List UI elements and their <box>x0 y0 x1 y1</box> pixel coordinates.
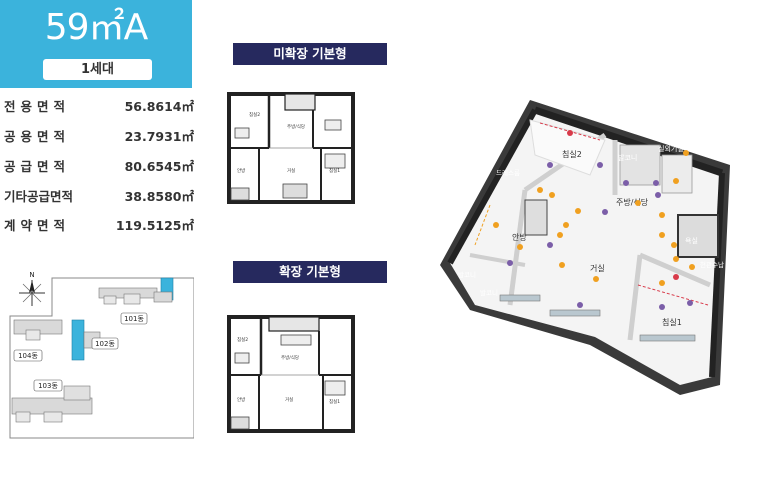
room-label: 욕실 <box>685 236 698 245</box>
site-map: N 101동 102동 104동 103동 <box>9 271 194 439</box>
floorplan-expanded: 침실2 주방/식당 거실 안방 침실1 <box>227 315 355 433</box>
area-value: 80.6545㎡ <box>124 159 194 174</box>
building-102: 102동 <box>71 319 119 361</box>
building-label: 102동 <box>95 340 115 348</box>
svg-text:안방: 안방 <box>237 396 245 403</box>
svg-text:침실1: 침실1 <box>329 167 340 174</box>
area-row: 전용면적 56.8614㎡ <box>4 96 194 118</box>
marker-dots <box>493 130 695 310</box>
area-label: 공용면적 <box>4 129 71 144</box>
room-label: 발코니 <box>618 153 637 162</box>
unit-title: 59㎡A <box>44 7 148 48</box>
area-row: 공용면적 23.7931㎡ <box>4 126 194 148</box>
compass-icon: N <box>19 271 45 306</box>
svg-text:거실: 거실 <box>285 396 293 403</box>
room-label: 침실2 <box>562 149 582 159</box>
room-label: 주방/식당 <box>616 197 649 207</box>
building-label: 104동 <box>18 352 38 360</box>
building-label: 103동 <box>38 382 58 390</box>
area-value: 23.7931㎡ <box>124 129 194 144</box>
room-label: 실외기실 <box>658 144 684 153</box>
area-value: 56.8614㎡ <box>124 99 194 114</box>
svg-text:침실1: 침실1 <box>329 398 340 405</box>
room-label: 거실 <box>590 263 605 273</box>
svg-text:주방/식당: 주방/식당 <box>281 354 299 361</box>
area-value: 38.8580㎡ <box>124 189 194 204</box>
svg-text:침실2: 침실2 <box>237 336 248 343</box>
room-label: 현관수납 <box>700 260 724 269</box>
svg-text:주방/식당: 주방/식당 <box>287 123 305 130</box>
room-label: 드레스룸 <box>496 168 520 177</box>
building-101: 101동 <box>98 277 174 325</box>
area-label: 공급면적 <box>4 159 71 174</box>
unit-count-badge: 1세대 <box>43 59 152 80</box>
building-103: 103동 <box>11 379 93 423</box>
area-label: 기타공급면적 <box>4 189 74 204</box>
building-label: 101동 <box>124 315 144 323</box>
area-row: 기타공급면적 38.8580㎡ <box>4 186 194 208</box>
room-label: 안방 <box>512 232 527 242</box>
plan-basic-header: 미확장 기본형 <box>233 43 387 65</box>
room-label: 발코니 <box>480 288 498 297</box>
svg-text:침실2: 침실2 <box>249 111 260 118</box>
building-104: 104동 <box>13 319 63 362</box>
area-label: 계약면적 <box>4 218 71 233</box>
room-label: 침실1 <box>662 317 682 327</box>
area-row: 공급면적 80.6545㎡ <box>4 156 194 178</box>
plan-expanded-header: 확장 기본형 <box>233 261 387 283</box>
area-row: 계약면적 119.5125㎡ <box>4 215 194 237</box>
floorplan-basic: 침실2 주방/식당 거실 안방 침실1 <box>227 92 355 204</box>
svg-text:안방: 안방 <box>237 167 245 174</box>
room-label: 발코니 <box>458 270 476 279</box>
area-label: 전용면적 <box>4 99 71 114</box>
svg-text:거실: 거실 <box>287 167 295 174</box>
north-label: N <box>29 271 34 279</box>
isometric-floorplan: 침실2 발코니 실외기실 주방/식당 드레스룸 안방 거실 욕실 현관수납 침실… <box>440 100 730 395</box>
area-value: 119.5125㎡ <box>115 218 194 233</box>
